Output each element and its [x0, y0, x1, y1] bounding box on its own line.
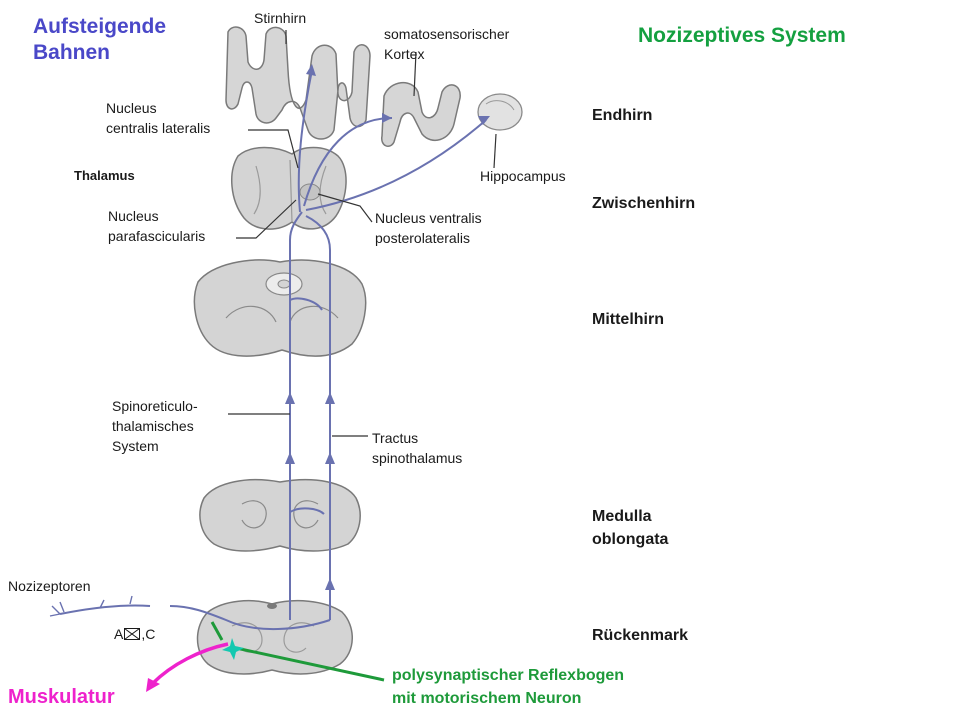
label-tractus-line-1: Tractus [372, 430, 419, 446]
label-fiber-c: ,C [141, 626, 156, 642]
region-medulla-oblongata: Medulla oblongata [592, 505, 668, 551]
reflex-interneuron [210, 621, 224, 641]
medulla-shape [199, 479, 361, 552]
label-reflex-arc: polysynaptischer Reflexbogen mit motoris… [392, 664, 624, 710]
hippocampus-shape [477, 93, 523, 131]
label-somato-line-1: somatosensorischer [384, 26, 510, 42]
label-srt-line-1: Spinoreticulo- [112, 398, 198, 414]
label-npf-line-1: Nucleus [108, 208, 159, 224]
label-reflex-line-1: polysynaptischer Reflexbogen [392, 667, 625, 684]
label-somatosensory-cortex: somatosensorischer Kortex [384, 24, 509, 64]
title-nociceptive-system: Nozizeptives System [638, 24, 846, 47]
label-srt-line-2: thalamisches [112, 418, 194, 434]
label-fiber-types: A ,C [114, 624, 155, 644]
thalamus-shape [231, 146, 347, 230]
label-reflex-line-2: mit motorischem Neuron [392, 690, 582, 707]
region-medulla-line-1: Medulla [592, 508, 652, 525]
title-ascending-pathways: Aufsteigende Bahnen [33, 14, 166, 66]
label-nozizeptoren: Nozizeptoren [8, 578, 91, 594]
label-somato-line-2: Kortex [384, 46, 425, 62]
region-medulla-line-2: oblongata [592, 531, 669, 548]
reflex-line [235, 646, 385, 682]
label-nucleus-parafascicularis: Nucleus parafascicularis [108, 206, 205, 246]
label-nvp-line-1: Nucleus ventralis [375, 210, 482, 226]
title-line-2: Bahnen [33, 41, 111, 64]
label-nucleus-ventralis-posterolateralis: Nucleus ventralis posterolateralis [375, 208, 482, 248]
title-line-1: Aufsteigende [33, 15, 167, 38]
label-spinoreticulothalamic-system: Spinoreticulo- thalamisches System [112, 396, 198, 456]
label-tractus-spinothalamus: Tractus spinothalamus [372, 428, 462, 468]
muscle-arrow [150, 642, 229, 686]
label-srt-line-3: System [112, 438, 159, 454]
midbrain-shape [193, 259, 367, 357]
label-nvp-line-2: posterolateralis [375, 230, 470, 246]
pathway-lines [59, 69, 487, 631]
label-npf-line-2: parafascicularis [108, 228, 206, 244]
motor-neuron-star [222, 638, 244, 660]
delta-envelope-icon [124, 628, 141, 640]
somatosensory-cortex [381, 82, 461, 147]
label-ncl-line-1: Nucleus [106, 100, 157, 116]
label-ncl-line-2: centralis lateralis [106, 120, 211, 136]
pathway-arrowheads [285, 64, 490, 590]
label-muskulatur: Muskulatur [8, 686, 115, 708]
nociceptor-endings [49, 595, 133, 617]
label-hippocampus: Hippocampus [480, 168, 566, 184]
frontal-cortex [225, 26, 371, 140]
region-endhirn: Endhirn [592, 107, 653, 124]
region-rueckenmark: Rückenmark [592, 627, 689, 644]
label-stirnhirn: Stirnhirn [254, 10, 307, 26]
label-thalamus: Thalamus [74, 168, 135, 183]
label-fiber-a: A [114, 626, 124, 642]
region-mittelhirn: Mittelhirn [592, 311, 664, 328]
label-nucleus-centralis-lateralis: Nucleus centralis lateralis [106, 98, 210, 138]
leader-lines [228, 30, 497, 437]
label-tractus-line-2: spinothalamus [372, 450, 463, 466]
region-zwischenhirn: Zwischenhirn [592, 195, 696, 212]
